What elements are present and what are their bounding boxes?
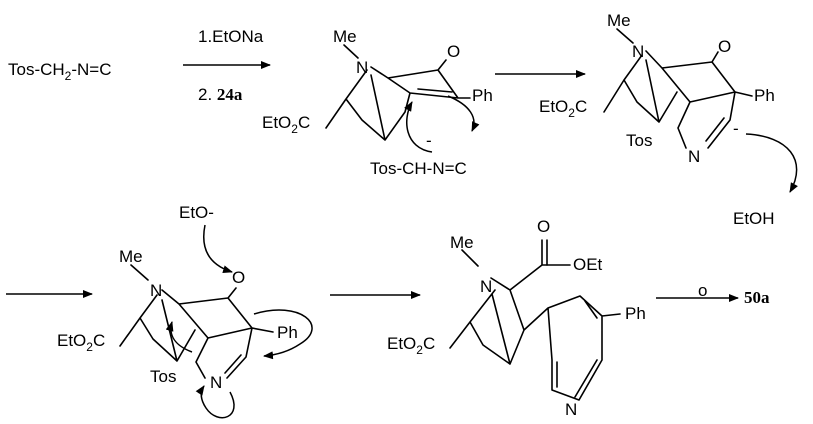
ester-label-4: EtO2C bbox=[387, 334, 435, 357]
curly-arrow-ethoxide bbox=[203, 224, 233, 274]
bond-skeleton-3 bbox=[119, 264, 274, 379]
bond-skeleton-4 bbox=[449, 239, 621, 401]
nitrogen-label-4: N bbox=[480, 277, 492, 296]
nitrogen-label-2: N bbox=[632, 42, 644, 61]
anion-label: Tos-CH-N=C bbox=[370, 159, 467, 178]
structure-fragmentation: Me N O Ph EtO2C Tos N bbox=[57, 247, 298, 392]
methyl-label: Me bbox=[333, 27, 357, 46]
curly-arrow-imine bbox=[195, 385, 235, 419]
oxygen-label-3: O bbox=[232, 268, 245, 287]
phenyl-label-2: Ph bbox=[754, 86, 775, 105]
pyridine-double-bond-a bbox=[584, 300, 598, 319]
bond-skeleton-2 bbox=[603, 28, 753, 149]
nitrogen-imine-label: N bbox=[688, 147, 700, 166]
structure-enone: Me N O Ph EtO2C bbox=[262, 27, 493, 141]
methyl-label-4: Me bbox=[450, 233, 474, 252]
oxygen-label-4: O bbox=[537, 217, 550, 236]
curly-arrow-attack bbox=[404, 101, 433, 153]
oxygen-label-2: O bbox=[718, 37, 731, 56]
ester-label-3: EtO2C bbox=[57, 331, 105, 354]
product-label: 50a bbox=[744, 288, 770, 307]
curly-arrow-protonation bbox=[745, 133, 798, 193]
tosyl-label: Tos bbox=[626, 131, 652, 150]
imine-double-bond bbox=[705, 117, 725, 142]
bond-skeleton bbox=[325, 44, 471, 141]
pyridine-nitrogen-label: N bbox=[565, 400, 577, 419]
phenyl-label-3: Ph bbox=[277, 323, 298, 342]
methyl-label-2: Me bbox=[607, 11, 631, 30]
anion-minus: - bbox=[426, 131, 432, 150]
step1-condition-2: 2. 24a bbox=[198, 85, 243, 104]
curly-arrow-ring-open bbox=[253, 309, 313, 360]
carbanion-minus: - bbox=[733, 119, 739, 138]
reagent-tosmic: Tos-CH2-N=C bbox=[8, 60, 112, 83]
ethanol-label: EtOH bbox=[733, 209, 775, 228]
final-step-label: o bbox=[698, 281, 707, 300]
nitrogen-imine-label-3: N bbox=[210, 373, 222, 392]
methyl-label-3: Me bbox=[119, 247, 143, 266]
tosyl-label-3: Tos bbox=[150, 367, 176, 386]
phenyl-label-4: Ph bbox=[625, 304, 646, 323]
double-bond-inner bbox=[417, 88, 453, 93]
imine-double-bond-3 bbox=[224, 354, 242, 374]
nitrogen-label-3: N bbox=[150, 281, 162, 300]
phenyl-label: Ph bbox=[472, 86, 493, 105]
oxygen-label: O bbox=[447, 42, 460, 61]
curly-arrow-enolate bbox=[447, 95, 480, 132]
curly-arrow-tos-leave bbox=[165, 321, 193, 353]
pyridine-double-bond-b bbox=[574, 359, 598, 398]
structure-pyridine: Me N O OEt Ph EtO2C N bbox=[387, 217, 646, 419]
nitrogen-label: N bbox=[356, 58, 368, 77]
structure-adduct: Me N O Ph EtO2C Tos N - bbox=[539, 11, 775, 166]
ethoxy-label-4: OEt bbox=[573, 255, 603, 274]
ester-label: EtO2C bbox=[262, 113, 310, 136]
step1-condition-1: 1.EtONa bbox=[198, 27, 264, 46]
ethoxide-label: EtO- bbox=[179, 203, 214, 222]
ester-label-2: EtO2C bbox=[539, 97, 587, 120]
